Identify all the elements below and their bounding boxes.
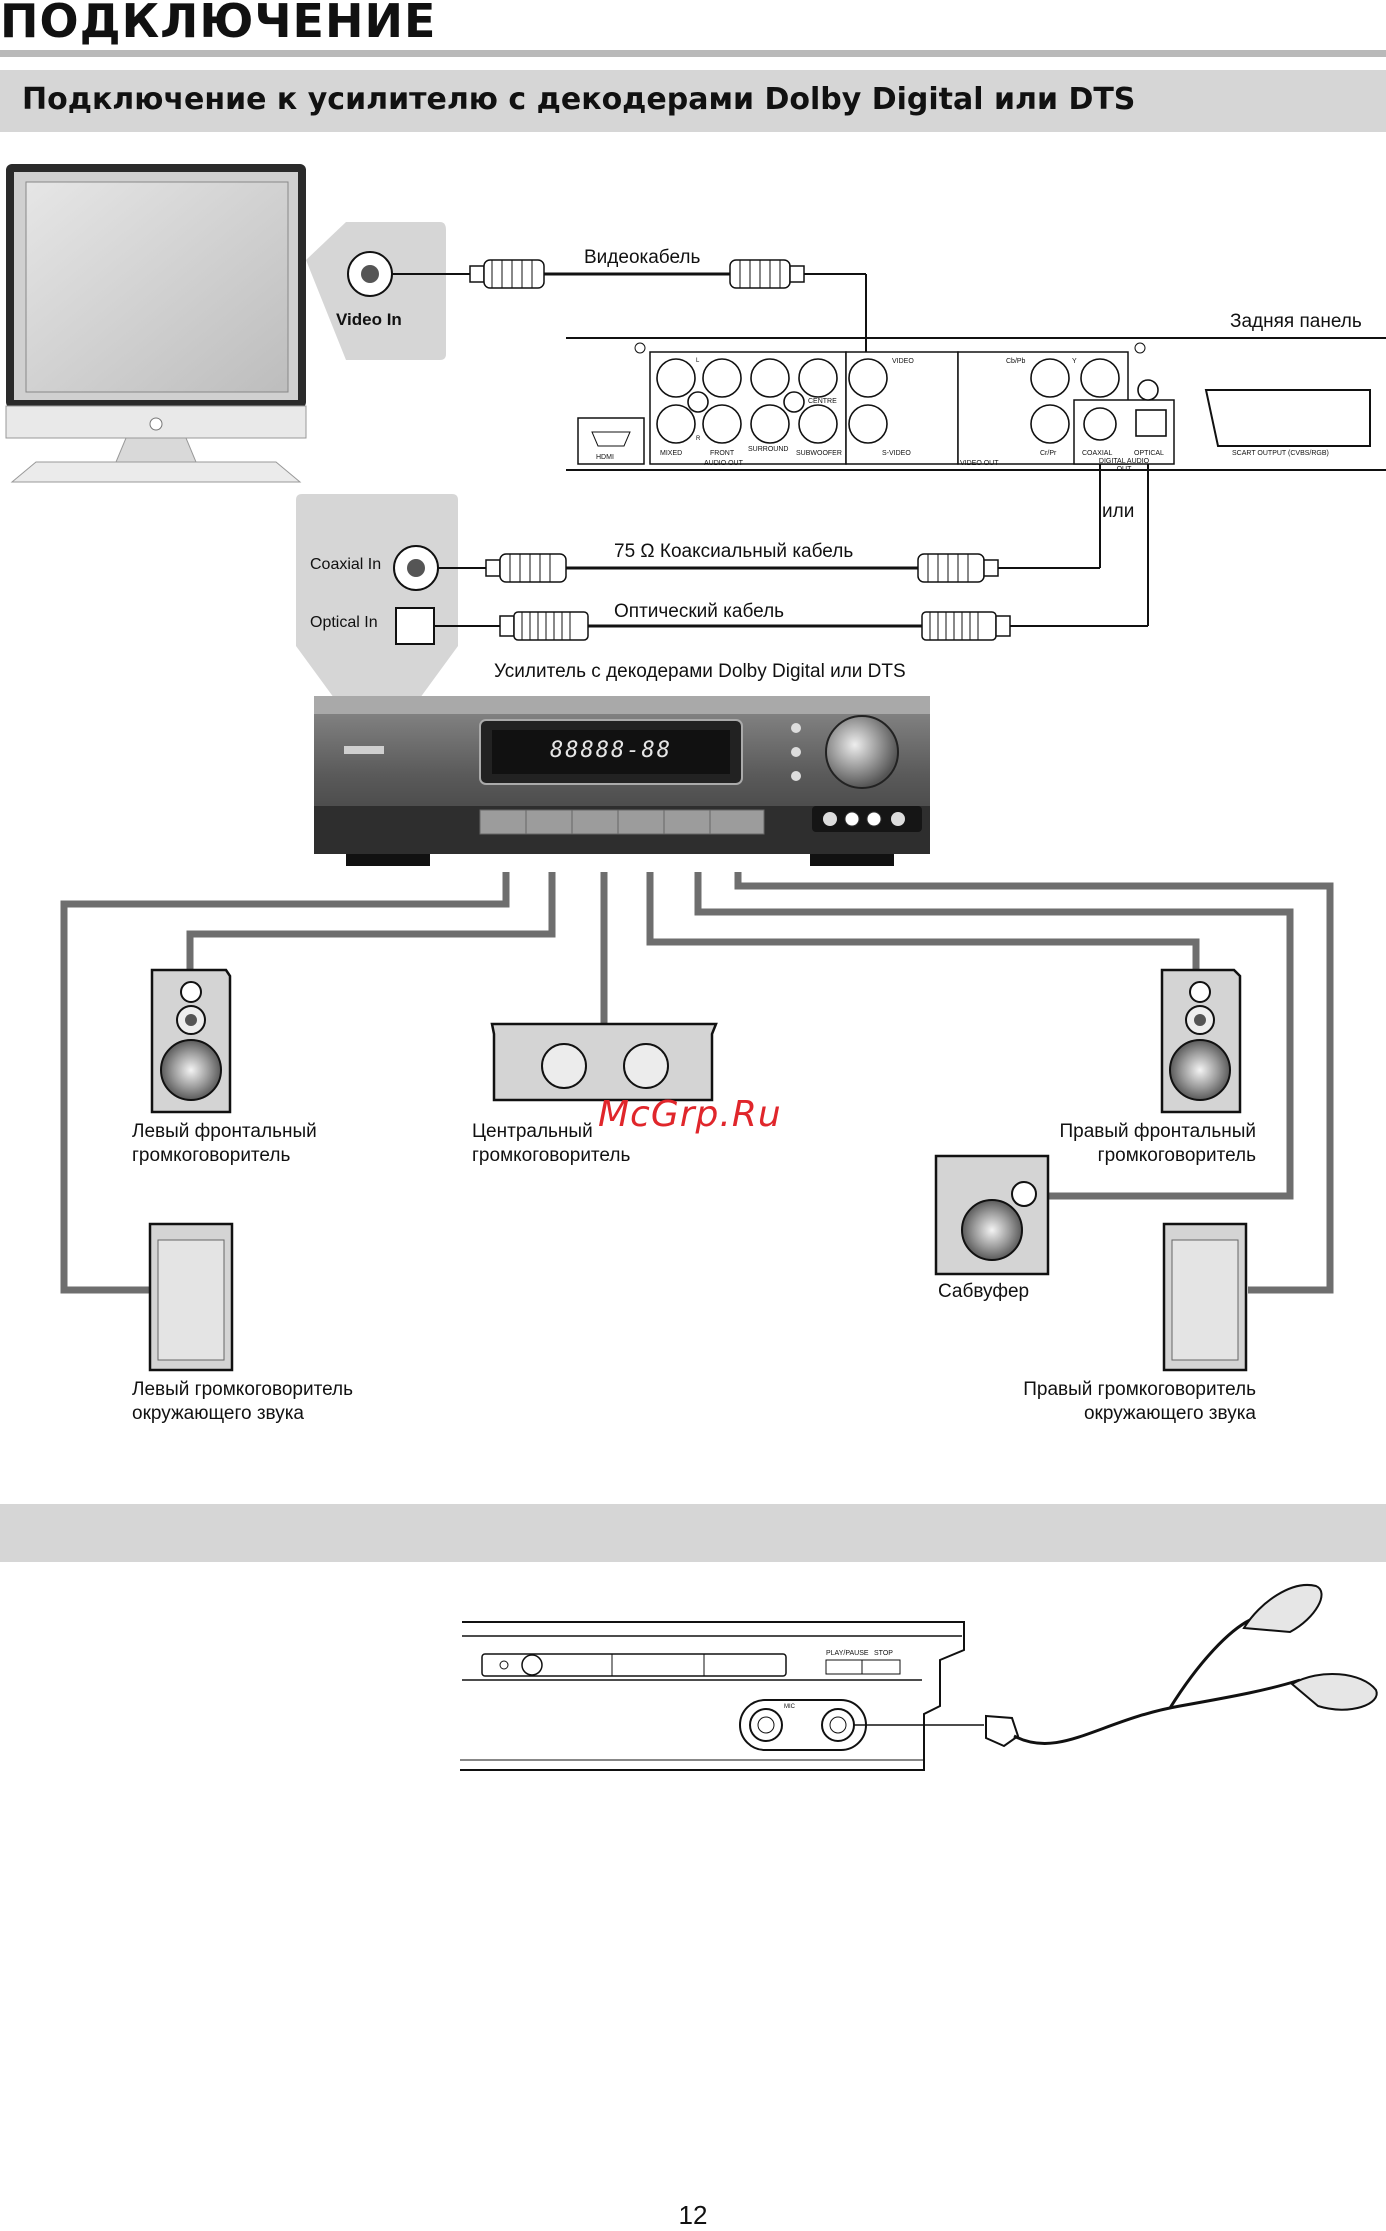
panel-video-out-label: VIDEO OUT bbox=[960, 460, 999, 467]
amplifier-label: Усилитель с декодерами Dolby Digital или… bbox=[494, 661, 906, 682]
panel-mixed-label: MIXED bbox=[660, 450, 683, 457]
panel-coaxial-label: COAXIAL bbox=[1082, 450, 1113, 457]
left-front-speaker bbox=[150, 968, 232, 1114]
coaxial-cable-label: 75 Ω Коаксиальный кабель bbox=[614, 541, 854, 562]
left-front-label-2: громкоговоритель bbox=[132, 1145, 291, 1166]
play-pause-label: PLAY/PAUSE bbox=[826, 1650, 869, 1657]
subwoofer-label: Сабвуфер bbox=[938, 1281, 1030, 1302]
panel-r-label: R bbox=[696, 436, 701, 442]
center-label-2: громкоговоритель bbox=[472, 1145, 631, 1166]
panel-front-label: FRONT bbox=[710, 450, 735, 457]
optical-cable-label: Оптический кабель bbox=[614, 601, 785, 622]
left-surround-speaker bbox=[148, 1222, 234, 1372]
tv-illustration bbox=[5, 164, 307, 483]
headphones-illustration bbox=[985, 1584, 1378, 1748]
watermark: McGrp.Ru bbox=[598, 1094, 782, 1135]
optical-cable bbox=[434, 611, 1148, 641]
center-label-1: Центральный bbox=[472, 1121, 593, 1142]
panel-video-label: VIDEO bbox=[892, 358, 914, 365]
rear-panel bbox=[566, 337, 1386, 471]
coaxial-cable bbox=[438, 553, 1100, 583]
speaker-wiring bbox=[60, 872, 1334, 1294]
panel-center-label: CENTRE bbox=[808, 398, 837, 405]
panel-cbpb-label: Cb/Pb bbox=[1006, 358, 1026, 365]
section-band-2 bbox=[0, 1504, 1386, 1562]
mic-label: MIC bbox=[784, 1704, 795, 1710]
coaxial-in-label: Coaxial In bbox=[310, 556, 382, 573]
panel-l-label: L bbox=[696, 358, 700, 364]
or-label: или bbox=[1102, 501, 1135, 522]
section-band bbox=[0, 70, 1386, 132]
panel-scart-label: SCART OUTPUT (CVBS/RGB) bbox=[1232, 450, 1329, 457]
left-surround-label-2: окружающего звука bbox=[132, 1403, 305, 1424]
subwoofer bbox=[934, 1154, 1050, 1276]
optical-in-label: Optical In bbox=[310, 614, 378, 631]
panel-surround-label: SURROUND bbox=[748, 446, 789, 453]
section-title: Подключение к усилителю с декодерами Dol… bbox=[22, 82, 1136, 117]
rear-panel-label: Задняя панель bbox=[1230, 311, 1362, 332]
right-surround-label-2: окружающего звука bbox=[1083, 1403, 1256, 1424]
right-front-speaker bbox=[1160, 968, 1242, 1114]
right-surround-speaker bbox=[1162, 1222, 1248, 1372]
video-cable-label: Видеокабель bbox=[584, 247, 701, 268]
video-in-callout bbox=[306, 222, 446, 360]
panel-optical-label: OPTICAL bbox=[1134, 450, 1164, 457]
left-front-label-1: Левый фронтальный bbox=[132, 1121, 317, 1142]
amplifier-display: 88888-88 bbox=[550, 738, 672, 763]
center-speaker bbox=[490, 1022, 718, 1102]
panel-svideo-label: S-VIDEO bbox=[882, 450, 911, 457]
panel-subwoofer-label: SUBWOOFER bbox=[796, 450, 842, 457]
right-surround-label-1: Правый громкоговоритель bbox=[1023, 1379, 1256, 1400]
right-front-label-2: громкоговоритель bbox=[1097, 1145, 1256, 1166]
video-in-label: Video In bbox=[336, 310, 402, 329]
panel-digital-audio-label: DIGITAL AUDIO OUT bbox=[1098, 458, 1150, 473]
left-surround-label-1: Левый громкоговоритель bbox=[132, 1379, 354, 1400]
panel-audio-out-label: AUDIO OUT bbox=[704, 460, 743, 467]
right-front-label-1: Правый фронтальный bbox=[1059, 1121, 1257, 1142]
video-cable bbox=[392, 259, 867, 370]
heading-rule bbox=[0, 50, 1386, 57]
amp-input-callout bbox=[296, 494, 458, 698]
panel-hdmi-label: HDMI bbox=[596, 454, 614, 461]
page-number: 12 bbox=[678, 2200, 708, 2230]
player-front-panel bbox=[460, 1621, 984, 1771]
panel-crpr-label: Cr/Pr bbox=[1040, 450, 1057, 457]
digital-audio-lines bbox=[1099, 464, 1149, 626]
amplifier-illustration bbox=[314, 696, 930, 866]
page-heading: ПОДКЛЮЧЕНИЕ bbox=[0, 0, 437, 48]
panel-y-label: Y bbox=[1072, 358, 1077, 365]
stop-label: STOP bbox=[874, 1650, 893, 1657]
